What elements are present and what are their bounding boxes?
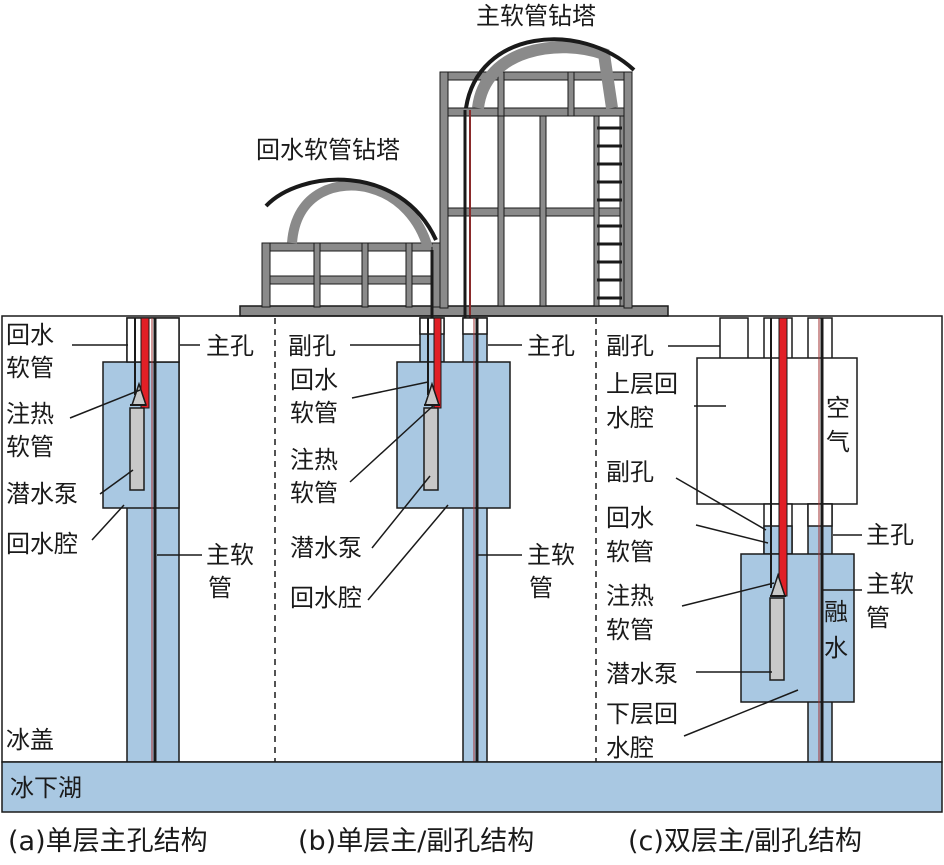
return-hose-tower-label: 回水软管钻塔 [256, 136, 400, 164]
tower-ladder-rungs [597, 126, 622, 300]
caption-a: (a)单层主孔结构 [8, 826, 208, 857]
main-hole-top-b [462, 317, 488, 335]
return-hose-arch-outline [264, 177, 438, 241]
mid-main-hole-top [807, 503, 833, 527]
lower-cavity-label-c-2: 水腔 [606, 734, 654, 762]
heat-hose-label-c-1: 注热 [606, 582, 654, 610]
upper-return-cavity [696, 357, 858, 505]
heat-hose-label-b-1: 注热 [290, 446, 338, 474]
return-hose-label-c-1: 回水 [606, 504, 654, 532]
aux-hole-mid-label-c: 副孔 [606, 458, 654, 486]
heat-hose-label-a-2: 软管 [6, 433, 54, 461]
panel-c: 副孔 上层回 水腔 空 气 副孔 主孔 回水 软管 主软 管 注热 软管 融 水… [606, 317, 914, 763]
lower-return-cavity [740, 553, 855, 703]
heat-hose-label-a-1: 注热 [6, 400, 54, 428]
air-label-c-2: 气 [826, 428, 850, 456]
caption-b: (b)单层主/副孔结构 [298, 826, 534, 857]
aux-hole-label-b: 副孔 [288, 332, 336, 360]
main-hose-label-b-2: 管 [529, 574, 553, 602]
leaders-b [349, 344, 522, 601]
return-hose-label-b-1: 回水 [290, 366, 338, 394]
air-label-c-1: 空 [826, 394, 850, 422]
panel-b: 副孔 主孔 回水 软管 注热 软管 潜水泵 回水腔 主软 管 [288, 317, 575, 763]
main-hose-arch [472, 41, 618, 110]
main-hole-label-c: 主孔 [866, 521, 914, 549]
aux-hole-top-label-c: 副孔 [606, 332, 654, 360]
pump-a [129, 407, 145, 491]
lower-cavity-label-c-1: 下层回 [606, 700, 678, 728]
tower-base-platform [239, 305, 669, 317]
return-cavity-label-a: 回水腔 [6, 530, 78, 558]
return-hose-label-c-2: 软管 [606, 538, 654, 566]
pump-label-c: 潜水泵 [606, 660, 678, 688]
subglacial-lake [1, 761, 943, 813]
heat-hose-label-b-2: 软管 [290, 479, 338, 507]
melt-water-label-c-2: 水 [824, 634, 848, 662]
drill-towers: 主软管钻塔 回水软管钻塔 [239, 2, 669, 318]
pump-label-a: 潜水泵 [6, 480, 78, 508]
heat-hose-a [140, 317, 150, 409]
panel-a: 回水 软管 主孔 注热 软管 潜水泵 回水腔 主软 管 冰盖 [6, 317, 254, 763]
leaders-a [69, 344, 202, 556]
upper-aux-hole-left [719, 317, 749, 361]
pump-label-b: 潜水泵 [290, 534, 362, 562]
return-hose-label-b-2: 软管 [290, 399, 338, 427]
pump-b [423, 407, 439, 491]
main-hole-label-a: 主孔 [206, 332, 254, 360]
return-hose-label-a-1: 回水 [6, 321, 54, 349]
heat-hose-label-c-2: 软管 [606, 616, 654, 644]
main-hole-label-b: 主孔 [527, 332, 575, 360]
main-hose-label-c-1: 主软 [866, 570, 914, 598]
caption-c: (c)双层主/副孔结构 [628, 826, 862, 857]
main-hose-tower-label: 主软管钻塔 [476, 2, 596, 30]
return-cavity-b [396, 361, 511, 509]
main-hose-label-a-2: 管 [208, 574, 232, 602]
upper-aux-hole-mid [763, 317, 793, 361]
upper-main-hole [807, 317, 833, 361]
main-hose-label-b-1: 主软 [527, 541, 575, 569]
upper-cavity-label-c-1: 上层回 [606, 370, 678, 398]
subglacial-lake-label: 冰下湖 [10, 774, 82, 802]
pump-c [769, 597, 785, 681]
heat-hose-c [778, 317, 788, 597]
ice-cover-label: 冰盖 [6, 726, 54, 754]
main-hose-tower [439, 71, 633, 309]
main-hose-label-c-2: 管 [866, 604, 890, 632]
main-hose-label-a-1: 主软 [206, 541, 254, 569]
return-hose-arch [287, 180, 433, 250]
main-hose-arch-outline [464, 37, 636, 109]
melt-water-label-c-1: 融 [824, 598, 848, 626]
return-hose-label-a-2: 软管 [6, 354, 54, 382]
leaders-c [668, 345, 862, 737]
return-hose-tower [261, 242, 441, 308]
return-cavity-label-b: 回水腔 [290, 584, 362, 612]
upper-cavity-label-c-2: 水腔 [606, 404, 654, 432]
mid-aux-hole-water [763, 525, 793, 555]
